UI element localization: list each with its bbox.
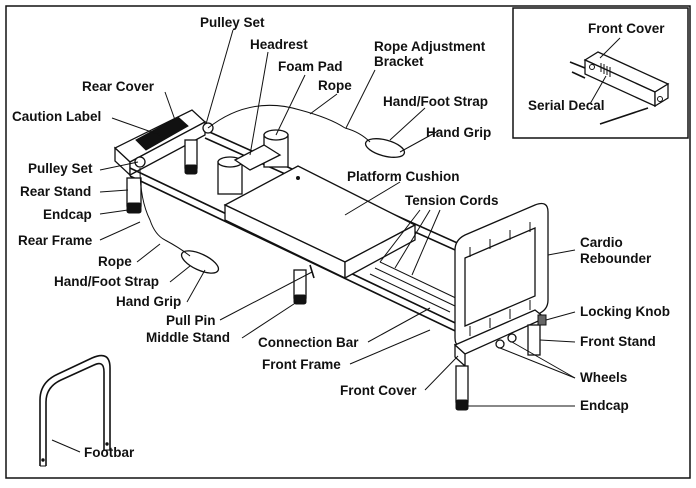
label-middle-stand: Middle Stand	[146, 330, 230, 345]
label-inset-serial-decal: Serial Decal	[528, 98, 605, 113]
locking-knob-part	[537, 314, 547, 326]
label-endcap-left: Endcap	[43, 207, 92, 222]
label-inset-front-cover: Front Cover	[588, 21, 665, 36]
label-cardio-rebounder-line2: Rebounder	[580, 251, 652, 266]
label-rear-cover: Rear Cover	[82, 79, 155, 94]
rope-part	[139, 104, 406, 274]
label-rope-adjustment-bracket-line1: Rope Adjustment	[374, 39, 486, 54]
label-pulley-set-top: Pulley Set	[200, 15, 265, 30]
label-locking-knob: Locking Knob	[580, 304, 670, 319]
rear-cover-part	[113, 109, 207, 177]
inset-serial-decal-marks	[600, 63, 611, 77]
label-front-stand: Front Stand	[580, 334, 656, 349]
label-front-cover-bottom: Front Cover	[340, 383, 417, 398]
label-hand-grip-top: Hand Grip	[426, 125, 491, 140]
label-platform-cushion: Platform Cushion	[347, 169, 460, 184]
rebounder-bungees	[469, 222, 531, 336]
label-rope-top: Rope	[318, 78, 352, 93]
platform-cushion-part	[223, 165, 417, 280]
label-hand-foot-strap-top: Hand/Foot Strap	[383, 94, 488, 109]
label-hand-foot-strap-left: Hand/Foot Strap	[54, 274, 159, 289]
label-footbar: Footbar	[84, 445, 135, 460]
label-endcap-right: Endcap	[580, 398, 629, 413]
label-hand-grip-left: Hand Grip	[116, 294, 181, 309]
label-tension-cords: Tension Cords	[405, 193, 499, 208]
inset-panel	[512, 7, 689, 139]
label-front-frame: Front Frame	[262, 357, 341, 372]
label-rear-frame: Rear Frame	[18, 233, 93, 248]
middle-stand-part	[293, 264, 315, 305]
label-connection-bar: Connection Bar	[258, 335, 359, 350]
label-wheels: Wheels	[580, 370, 627, 385]
label-rope-left: Rope	[98, 254, 132, 269]
inset-border	[512, 7, 689, 139]
caution-label-part	[135, 116, 189, 151]
footbar-drawing	[39, 354, 111, 467]
label-cardio-rebounder-line1: Cardio	[580, 235, 623, 250]
label-foam-pad: Foam Pad	[278, 59, 343, 74]
label-caution-label: Caution Label	[12, 109, 101, 124]
leader-lines	[51, 29, 621, 453]
reformer-drawing	[113, 104, 549, 411]
cardio-rebounder-part	[454, 202, 549, 347]
rear-stand-part	[126, 139, 198, 214]
label-rear-stand: Rear Stand	[20, 184, 91, 199]
tension-cords-part	[364, 261, 461, 319]
front-stand-part	[453, 309, 547, 411]
label-pulley-set-left: Pulley Set	[28, 161, 93, 176]
label-headrest: Headrest	[250, 37, 308, 52]
label-pull-pin: Pull Pin	[166, 313, 216, 328]
part-labels: Pulley Set Headrest Foam Pad Rope Rope A…	[12, 15, 670, 460]
inset-front-cover-drawing	[569, 51, 670, 125]
diagram-border	[5, 5, 691, 479]
headrest-part	[233, 144, 282, 171]
label-rope-adjustment-bracket-line2: Bracket	[374, 54, 424, 69]
